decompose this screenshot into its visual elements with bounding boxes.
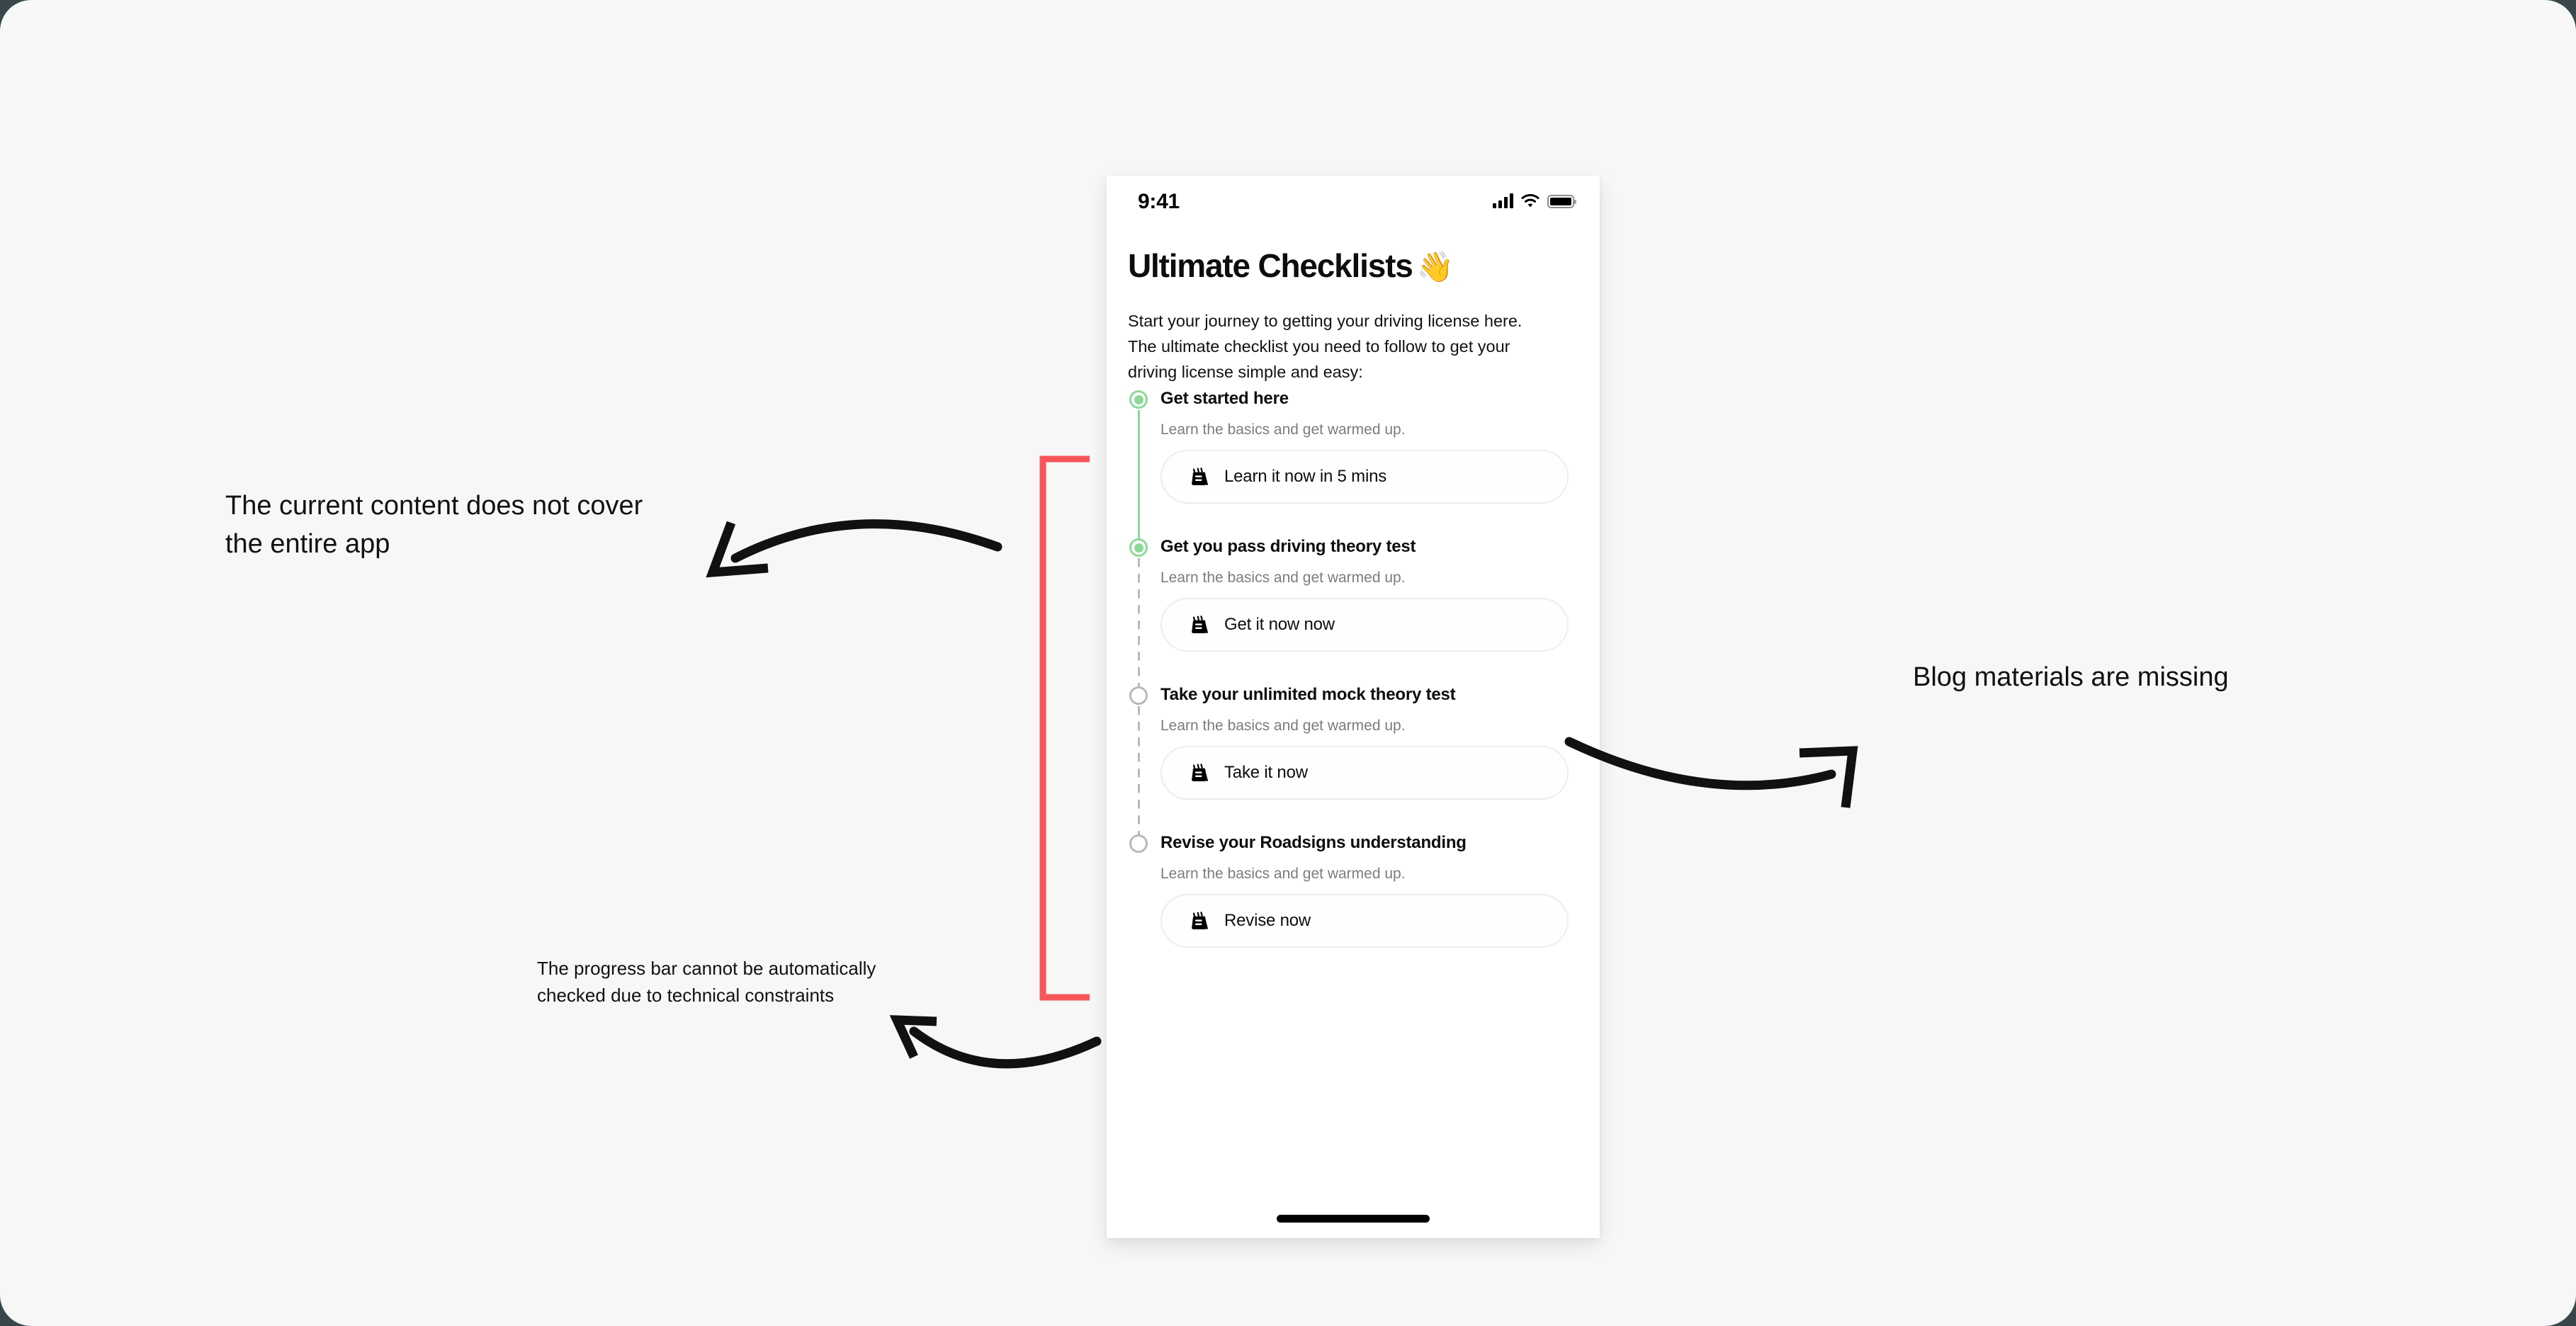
checklist-item[interactable]: Get started here Learn the basics and ge… [1107, 382, 1600, 539]
backpack-icon [1187, 613, 1211, 637]
timeline-dot-completed[interactable] [1129, 390, 1148, 409]
checklist-cta-label: Take it now [1224, 763, 1308, 782]
checklist-timeline: Get started here Learn the basics and ge… [1107, 382, 1600, 948]
checklist-item-subtitle: Learn the basics and get warmed up. [1160, 866, 1406, 882]
status-icons [1493, 193, 1576, 208]
checklist-cta-button[interactable]: Learn it now in 5 mins [1160, 450, 1569, 504]
checklist-cta-label: Revise now [1224, 911, 1311, 930]
checklist-item-title: Get you pass driving theory test [1160, 537, 1416, 556]
checklist-item-title: Take your unlimited mock theory test [1160, 685, 1456, 704]
wifi-icon [1521, 193, 1540, 208]
timeline-connector-dashed [1138, 706, 1140, 835]
annotation-arrow-right [1564, 737, 1858, 808]
checklist-item-title: Revise your Roadsigns understanding [1160, 833, 1467, 852]
checklist-item-subtitle: Learn the basics and get warmed up. [1160, 421, 1406, 438]
home-indicator[interactable] [1277, 1215, 1430, 1223]
checklist-cta-label: Get it now now [1224, 615, 1335, 634]
annotation-arrow-left [706, 519, 1002, 578]
status-bar: 9:41 [1107, 176, 1600, 231]
checklist-cta-button[interactable]: Get it now now [1160, 598, 1569, 652]
annotation-arrow-bottom [889, 1015, 1102, 1069]
battery-icon [1547, 195, 1576, 208]
checklist-item-subtitle: Learn the basics and get warmed up. [1160, 570, 1406, 586]
checklist-item-subtitle: Learn the basics and get warmed up. [1160, 718, 1406, 734]
red-bracket-marker [1039, 455, 1090, 1001]
timeline-rail [1124, 382, 1152, 539]
page-title-text: Ultimate Checklists [1128, 247, 1413, 284]
checklist-item[interactable]: Get you pass driving theory test Learn t… [1107, 531, 1600, 687]
spacer [1160, 652, 1600, 679]
timeline-connector-dashed [1138, 558, 1140, 687]
spacer [1160, 800, 1600, 827]
checklist-item-title: Get started here [1160, 389, 1289, 408]
annotation-note-right: Blog materials are missing [1913, 662, 2229, 692]
backpack-icon [1187, 909, 1211, 933]
page-intro: Start your journey to getting your drivi… [1128, 312, 1523, 381]
timeline-dot-pending[interactable] [1129, 834, 1148, 853]
waving-hand-icon: 👋 [1416, 250, 1454, 283]
spacer [1160, 504, 1600, 531]
annotation-note-left: The current content does not cover the e… [225, 491, 643, 559]
status-time: 9:41 [1138, 190, 1180, 213]
checklist-cta-button[interactable]: Revise now [1160, 894, 1569, 948]
timeline-rail [1124, 827, 1152, 948]
checklist-item[interactable]: Take your unlimited mock theory test Lea… [1107, 679, 1600, 835]
page-title: Ultimate Checklists👋 [1128, 246, 1454, 285]
timeline-rail [1124, 531, 1152, 687]
annotation-note-bottom: The progress bar cannot be automatically… [537, 958, 876, 1007]
timeline-dot-completed[interactable] [1129, 538, 1148, 557]
timeline-connector-solid [1138, 410, 1140, 539]
checklist-cta-label: Learn it now in 5 mins [1224, 467, 1387, 486]
backpack-icon [1187, 761, 1211, 785]
checklist-cta-button[interactable]: Take it now [1160, 746, 1569, 800]
checklist-item[interactable]: Revise your Roadsigns understanding Lear… [1107, 827, 1600, 948]
phone-mockup: 9:41 Ultimate Checklists👋 Start your jou… [1107, 176, 1600, 1238]
timeline-dot-pending[interactable] [1129, 686, 1148, 705]
cellular-signal-icon [1493, 193, 1513, 208]
timeline-rail [1124, 679, 1152, 835]
backpack-icon [1187, 465, 1211, 489]
